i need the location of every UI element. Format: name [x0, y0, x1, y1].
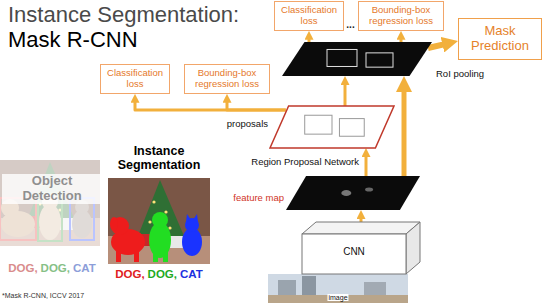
- class-word: DOG,: [41, 262, 70, 275]
- feature-map: feature map: [286, 176, 420, 210]
- proposal-map-shape: [270, 106, 394, 148]
- class-word: DOG,: [115, 268, 144, 281]
- class-word: CAT: [73, 262, 96, 275]
- node-text: Classification loss: [278, 5, 340, 27]
- flow-arrow: [400, 37, 403, 42]
- proposal-map: proposals: [270, 106, 394, 148]
- node-text: Object Detection: [2, 174, 102, 204]
- node-text: Mask Prediction: [463, 24, 537, 54]
- flow-arrow: [227, 100, 286, 110]
- class-word: CAT: [180, 268, 203, 281]
- node-text: Classification loss: [104, 68, 166, 90]
- edge-label: Region Proposal Network: [250, 156, 360, 167]
- node-text: CNN: [302, 246, 406, 258]
- flow-arrow: [344, 82, 347, 106]
- input-image: image: [268, 274, 408, 303]
- node-text: Instance Segmentation: [106, 144, 212, 173]
- word-row: DOG,DOG,CAT: [106, 268, 212, 281]
- flow-arrow: [135, 100, 286, 110]
- example-panel: Instance SegmentationDOG,DOG,CAT: [106, 144, 212, 289]
- citation-note: *Mask R-CNN, ICCV 2017: [2, 292, 84, 300]
- roi-feature-map-shape: [282, 42, 432, 76]
- class-word: DOG,: [8, 262, 37, 275]
- flow-arrow: [402, 87, 407, 176]
- slide-title: Instance Segmentation: Mask R-CNN: [8, 2, 258, 52]
- cnn-block: CNN: [302, 222, 420, 274]
- node-text: image: [327, 294, 348, 301]
- flow-arrow: [365, 154, 368, 176]
- node-text: proposals: [227, 118, 268, 129]
- loss-box: Bounding-box regression loss: [184, 64, 270, 94]
- roi-feature-map: RoI pooling: [282, 42, 432, 76]
- loss-box: Classification loss: [274, 1, 344, 31]
- loss-box: Bounding-box regression loss: [358, 1, 444, 31]
- node-text: feature map: [233, 192, 284, 203]
- node-text: RoI pooling: [436, 68, 484, 79]
- flow-arrow: [308, 37, 311, 42]
- loss-box: Classification loss: [100, 64, 170, 94]
- ellipsis-mark: ...: [343, 19, 358, 30]
- word-row: DOG,DOG,CAT: [2, 262, 102, 275]
- segmentation-picture: [108, 178, 210, 264]
- example-panel: Object DetectionDOG,DOG,CAT: [2, 148, 102, 284]
- node-text: Bounding-box regression loss: [188, 68, 266, 90]
- input-photo: [268, 274, 408, 303]
- node-text: Bounding-box regression loss: [362, 5, 440, 27]
- class-word: DOG,: [148, 268, 177, 281]
- mask-prediction-box: Mask Prediction: [458, 18, 542, 60]
- flow-arrow: [428, 44, 447, 48]
- flow-arrow: [360, 216, 363, 222]
- feature-map-shape: [286, 176, 420, 210]
